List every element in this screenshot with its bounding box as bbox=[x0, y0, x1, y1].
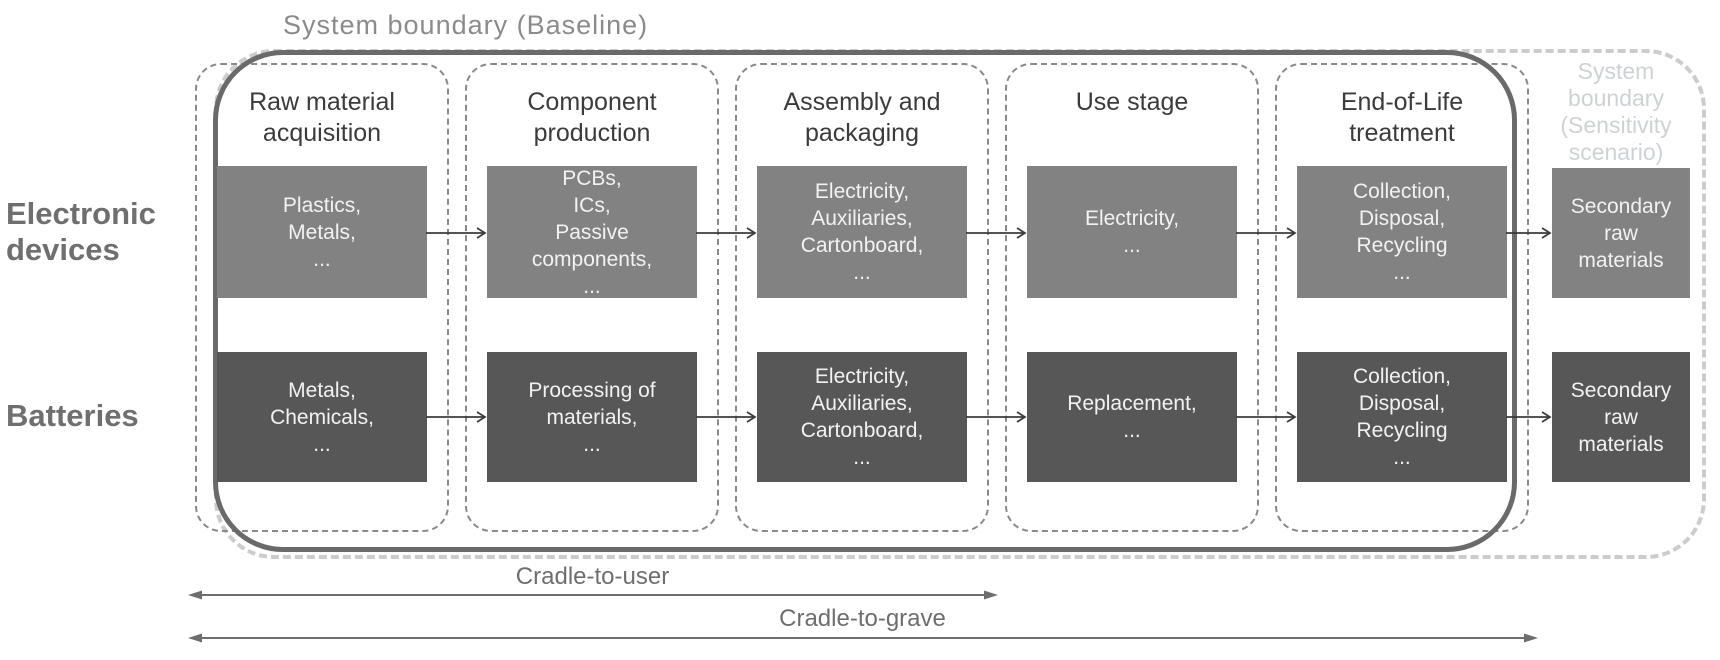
flow-arrow bbox=[696, 227, 757, 239]
row-label-batteries: Batteries bbox=[6, 398, 139, 433]
box-batteries-assembly: Electricity, Auxiliaries, Cartonboard, .… bbox=[757, 352, 967, 482]
flow-arrow bbox=[1236, 227, 1297, 239]
flow-arrow bbox=[696, 411, 757, 423]
cradle-to-grave-label: Cradle-to-grave bbox=[779, 605, 946, 632]
flow-arrow bbox=[426, 227, 487, 239]
flow-arrow bbox=[1236, 411, 1297, 423]
box-devices-end-of-life: Collection, Disposal, Recycling ... bbox=[1297, 166, 1507, 298]
box-devices-raw-materials: Plastics, Metals, ... bbox=[217, 166, 427, 298]
box-devices-components: PCBs, ICs, Passive components, ... bbox=[487, 166, 697, 298]
box-devices-secondary-raw-materials: Secondary raw materials bbox=[1552, 168, 1690, 298]
cradle-to-user-label: Cradle-to-user bbox=[515, 563, 670, 590]
stage-header-component-production: Component production bbox=[527, 88, 657, 147]
baseline-boundary-label: System boundary (Baseline) bbox=[283, 10, 649, 40]
stage-column-component-production: Component production bbox=[465, 63, 719, 532]
stage-header-assembly-and-packaging: Assembly and packaging bbox=[783, 88, 941, 147]
stage-header-end-of-life-treatment: End-of-Life treatment bbox=[1340, 88, 1464, 147]
baseline-boundary-outline bbox=[213, 50, 1517, 552]
stage-column-use-stage: Use stage bbox=[1005, 63, 1259, 532]
box-batteries-secondary-raw-materials: Secondary raw materials bbox=[1552, 352, 1690, 482]
row-label-electronic-devices: Electronic devices bbox=[6, 196, 156, 267]
box-devices-use: Electricity, ... bbox=[1027, 166, 1237, 298]
flow-arrow bbox=[966, 411, 1027, 423]
flow-arrow bbox=[966, 227, 1027, 239]
stage-header-use-stage: Use stage bbox=[1075, 88, 1189, 116]
box-batteries-use: Replacement, ... bbox=[1027, 352, 1237, 482]
box-batteries-end-of-life: Collection, Disposal, Recycling ... bbox=[1297, 352, 1507, 482]
stage-column-assembly-and-packaging: Assembly and packaging bbox=[735, 63, 989, 532]
box-devices-assembly: Electricity, Auxiliaries, Cartonboard, .… bbox=[757, 166, 967, 298]
flow-arrow bbox=[1506, 227, 1552, 239]
flow-arrow bbox=[1506, 411, 1552, 423]
box-batteries-processing: Processing of materials, ... bbox=[487, 352, 697, 482]
cradle-to-grave-arrow bbox=[188, 633, 1538, 643]
flow-arrow bbox=[426, 411, 487, 423]
cradle-to-user-arrow bbox=[188, 590, 998, 600]
stage-column-end-of-life-treatment: End-of-Life treatment bbox=[1275, 63, 1529, 532]
box-batteries-raw-materials: Metals, Chemicals, ... bbox=[217, 352, 427, 482]
sensitivity-boundary-label: System boundary (Sensitivity scenario) bbox=[1560, 58, 1672, 165]
